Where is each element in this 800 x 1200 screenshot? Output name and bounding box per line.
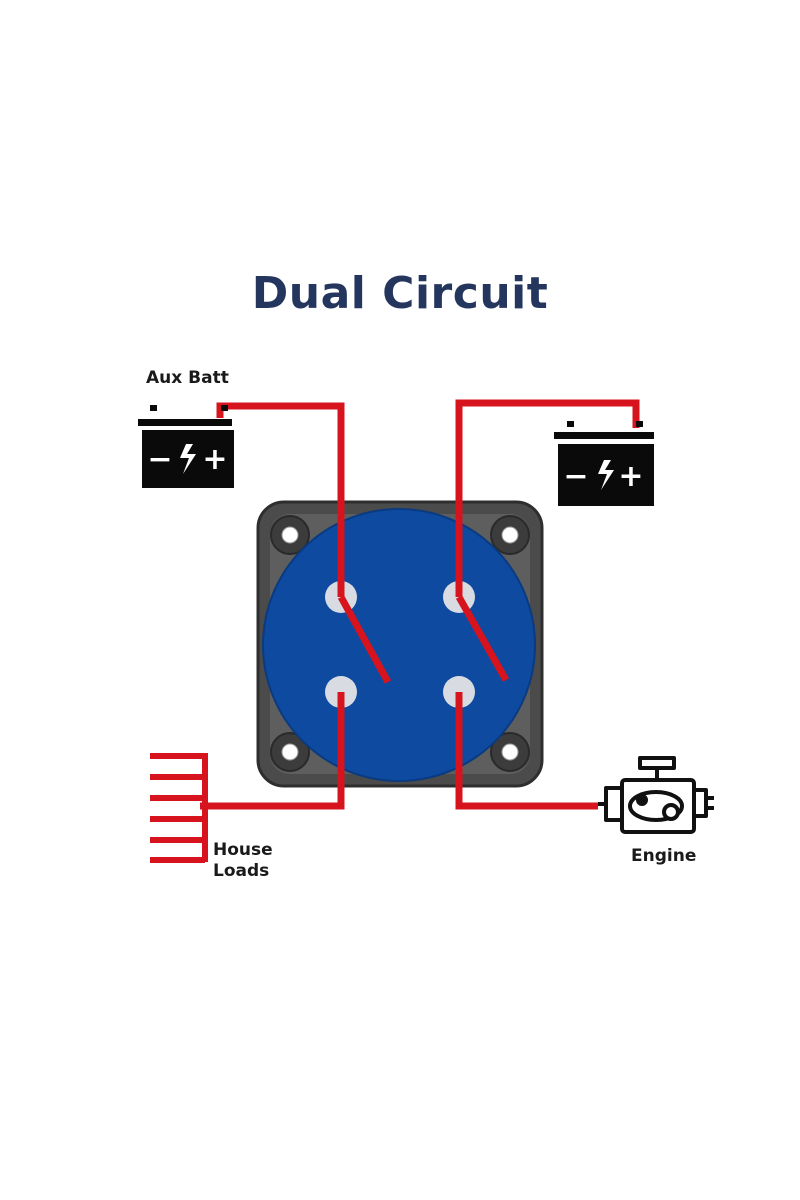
aux-batt-label: Aux Batt bbox=[146, 368, 229, 388]
mounting-hole bbox=[281, 526, 299, 544]
engine-label: Engine bbox=[631, 846, 697, 866]
mounting-hole bbox=[501, 743, 519, 761]
wire-house-loads bbox=[200, 692, 345, 810]
lightning-icon bbox=[598, 460, 614, 490]
battery-plus-symbol: + bbox=[202, 442, 227, 477]
aux-battery-icon: − + bbox=[138, 405, 234, 488]
battery-minus-symbol: − bbox=[563, 459, 588, 494]
house-loads-icon bbox=[150, 753, 208, 863]
battery-minus-symbol: − bbox=[147, 442, 172, 477]
house-loads-label-line1: House bbox=[213, 840, 273, 860]
switch-face bbox=[262, 508, 536, 782]
house-loads-label: House Loads bbox=[213, 840, 273, 882]
lightning-icon bbox=[180, 444, 196, 474]
wire-aux-batt bbox=[216, 402, 345, 597]
switch-contact-left bbox=[337, 595, 392, 684]
diagram-title: Dual Circuit bbox=[251, 268, 549, 319]
wire-start-batt bbox=[455, 399, 640, 597]
wire-engine bbox=[455, 692, 598, 810]
battery-plus-symbol: + bbox=[618, 459, 643, 494]
house-loads-label-line2: Loads bbox=[213, 861, 270, 881]
wires bbox=[200, 399, 640, 810]
engine-icon bbox=[598, 756, 714, 834]
switch-contact-right bbox=[455, 595, 510, 682]
start-battery-icon: − + bbox=[554, 421, 654, 506]
mounting-hole bbox=[501, 526, 519, 544]
battery-switch bbox=[256, 500, 544, 788]
mounting-hole bbox=[281, 743, 299, 761]
